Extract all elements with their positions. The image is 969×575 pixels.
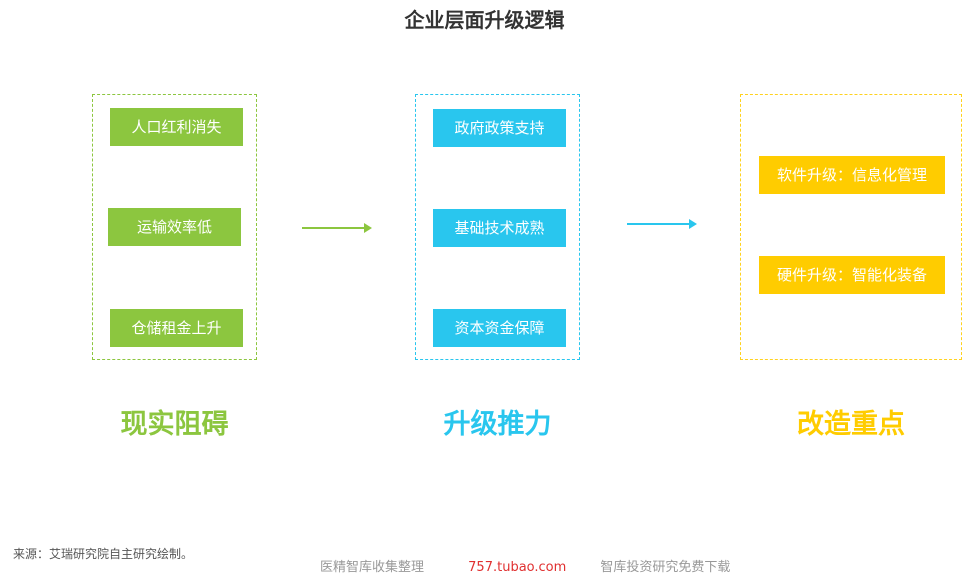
source-note: 来源：艾瑞研究院自主研究绘制。 xyxy=(13,547,194,561)
watermark-right: 智库投资研究免费下载 xyxy=(600,560,731,575)
obstacle-item-1: 人口红利消失 xyxy=(110,108,243,146)
obstacle-item-2: 运输效率低 xyxy=(108,208,241,246)
arrow-right-icon xyxy=(302,223,372,233)
push-heading: 升级推力 xyxy=(443,409,552,440)
push-item-3: 资本资金保障 xyxy=(433,309,566,347)
focus-item-1: 软件升级：信息化管理 xyxy=(759,156,945,194)
arrow-right-icon xyxy=(627,219,697,229)
watermark: 医精智库收集整理 757.tubao.com 智库投资研究免费下载 xyxy=(320,556,730,575)
focus-item-2: 硬件升级：智能化装备 xyxy=(759,256,945,294)
push-item-2: 基础技术成熟 xyxy=(433,209,566,247)
page-title: 企业层面升级逻辑 xyxy=(404,8,565,32)
watermark-left: 医精智库收集整理 xyxy=(320,560,425,575)
obstacles-group xyxy=(92,94,257,360)
focus-group xyxy=(740,94,962,360)
push-item-1: 政府政策支持 xyxy=(433,109,566,147)
obstacles-heading: 现实阻碍 xyxy=(120,409,229,440)
obstacle-item-3: 仓储租金上升 xyxy=(110,309,243,347)
focus-heading: 改造重点 xyxy=(797,409,905,440)
push-factors-group xyxy=(415,94,580,360)
watermark-url: 757.tubao.com xyxy=(468,560,567,575)
